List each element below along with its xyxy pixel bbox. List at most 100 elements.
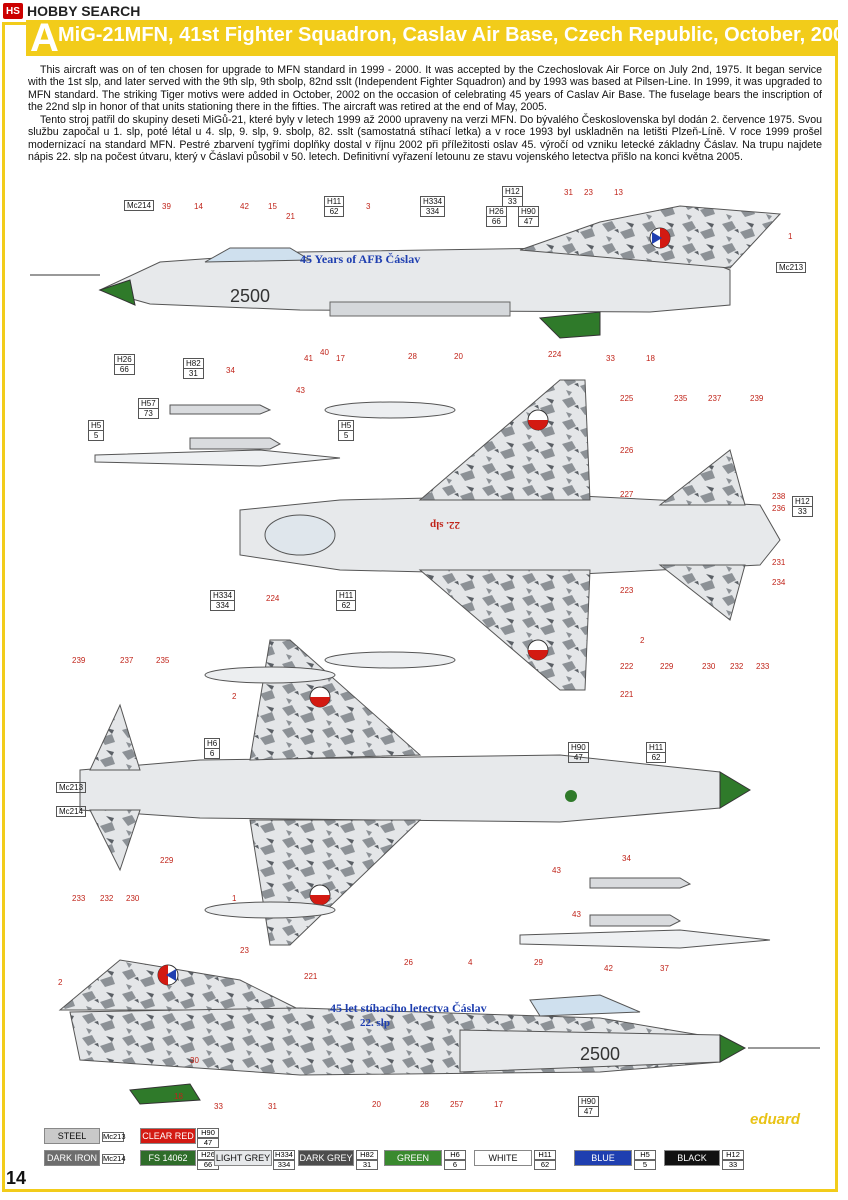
- hobby-search-logo-icon: HS: [3, 3, 23, 19]
- ref-number: 13: [614, 188, 623, 197]
- legend-swatch-dark-grey: DARK GREY: [298, 1150, 354, 1166]
- legend-swatch-steel: STEEL: [44, 1128, 100, 1144]
- ref-number: 236: [772, 504, 786, 513]
- legend-swatch-white: WHITE: [474, 1150, 532, 1166]
- ref-number: 31: [268, 1102, 277, 1111]
- page-title: MiG-21MFN, 41st Fighter Squadron, Caslav…: [58, 24, 848, 46]
- legend-swatch-black: BLACK: [664, 1150, 720, 1166]
- ref-number: 28: [408, 352, 417, 361]
- legend-code-steel: Mc213: [102, 1132, 126, 1142]
- ref-number: 233: [72, 894, 86, 903]
- ref-number: 224: [266, 594, 280, 603]
- eduard-logo: eduard: [749, 1111, 800, 1128]
- inscription-top: 45 Years of AFB Čáslav: [300, 252, 420, 266]
- ref-number: 2: [232, 692, 237, 701]
- ref-number: 221: [620, 690, 634, 699]
- ref-number: 229: [660, 662, 674, 671]
- ref-number: 42: [240, 202, 249, 211]
- legend-swatch-blue: BLUE: [574, 1150, 632, 1166]
- ref-number: 17: [494, 1100, 503, 1109]
- ref-number: 21: [286, 212, 295, 221]
- legend-swatch-dark-iron: DARK IRON: [44, 1150, 100, 1166]
- ref-number: 232: [100, 894, 114, 903]
- ref-number: 233: [756, 662, 770, 671]
- serial-bottom: 2500: [580, 1044, 620, 1064]
- ref-number: 33: [214, 1102, 223, 1111]
- ref-number: 235: [156, 656, 170, 665]
- ref-number: 42: [604, 964, 613, 973]
- legend-swatch-clear-red: CLEAR RED: [140, 1128, 196, 1144]
- ref-number: 34: [622, 854, 631, 863]
- ref-number: 4: [468, 958, 473, 967]
- ref-number: 239: [750, 394, 764, 403]
- watermark-text: HOBBY SEARCH: [27, 3, 141, 19]
- ref-number: 43: [552, 866, 561, 875]
- hobby-search-watermark: HS HOBBY SEARCH: [0, 0, 190, 22]
- callout-mc214-plan: Mc214: [56, 806, 87, 817]
- serial-top: 2500: [230, 286, 270, 306]
- callout-mc214: Mc214: [124, 200, 155, 211]
- ref-number: 223: [620, 586, 634, 595]
- ref-number: 2: [640, 636, 645, 645]
- missiles: [94, 404, 771, 949]
- callout-mc213: Mc213: [776, 262, 807, 273]
- description-czech: Tento stroj patřil do skupiny deseti MiG…: [28, 114, 822, 164]
- ref-number: 1: [788, 232, 793, 241]
- unit-marking-plan-top: 22. slp: [430, 519, 460, 531]
- legend-swatch-fs14062: FS 14062: [140, 1150, 196, 1166]
- ref-number: 39: [162, 202, 171, 211]
- plan-view-lower: [79, 639, 751, 946]
- ref-number: 235: [674, 394, 688, 403]
- ref-number: 226: [620, 446, 634, 455]
- ref-number: 20: [454, 352, 463, 361]
- ref-number: 221: [304, 972, 318, 981]
- ref-number: 239: [72, 656, 86, 665]
- ref-number: 2: [58, 978, 63, 987]
- title-bar: [26, 20, 838, 56]
- ref-number: 43: [572, 910, 581, 919]
- ref-number: 230: [126, 894, 140, 903]
- ref-number: 238: [772, 492, 786, 501]
- ref-number: 26: [404, 958, 413, 967]
- unit-marking-bottom: 22. slp: [360, 1017, 390, 1029]
- page-number: 14: [6, 1168, 27, 1188]
- ref-number: 34: [226, 366, 235, 375]
- side-profile-top: [30, 205, 782, 339]
- legend-swatch-light-grey: LIGHT GREY: [214, 1150, 272, 1166]
- ref-number: 237: [120, 656, 134, 665]
- ref-number: 14: [194, 202, 203, 211]
- callout-mc213-plan: Mc213: [56, 782, 87, 793]
- ref-number: 15: [268, 202, 277, 211]
- ref-number: 234: [772, 578, 786, 587]
- ref-number: 28: [420, 1100, 429, 1109]
- ref-number: 229: [160, 856, 174, 865]
- ref-number: 31: [564, 188, 573, 197]
- ref-number: 225: [620, 394, 634, 403]
- ref-number: 23: [240, 946, 249, 955]
- ref-number: 29: [534, 958, 543, 967]
- legend-swatch-green: GREEN: [384, 1150, 442, 1166]
- ref-number: 3: [366, 202, 371, 211]
- ref-number: 231: [772, 558, 786, 567]
- ref-number: 40: [320, 348, 329, 357]
- ref-number: 33: [606, 354, 615, 363]
- ref-number: 37: [660, 964, 669, 973]
- plan-view-upper: [239, 379, 781, 691]
